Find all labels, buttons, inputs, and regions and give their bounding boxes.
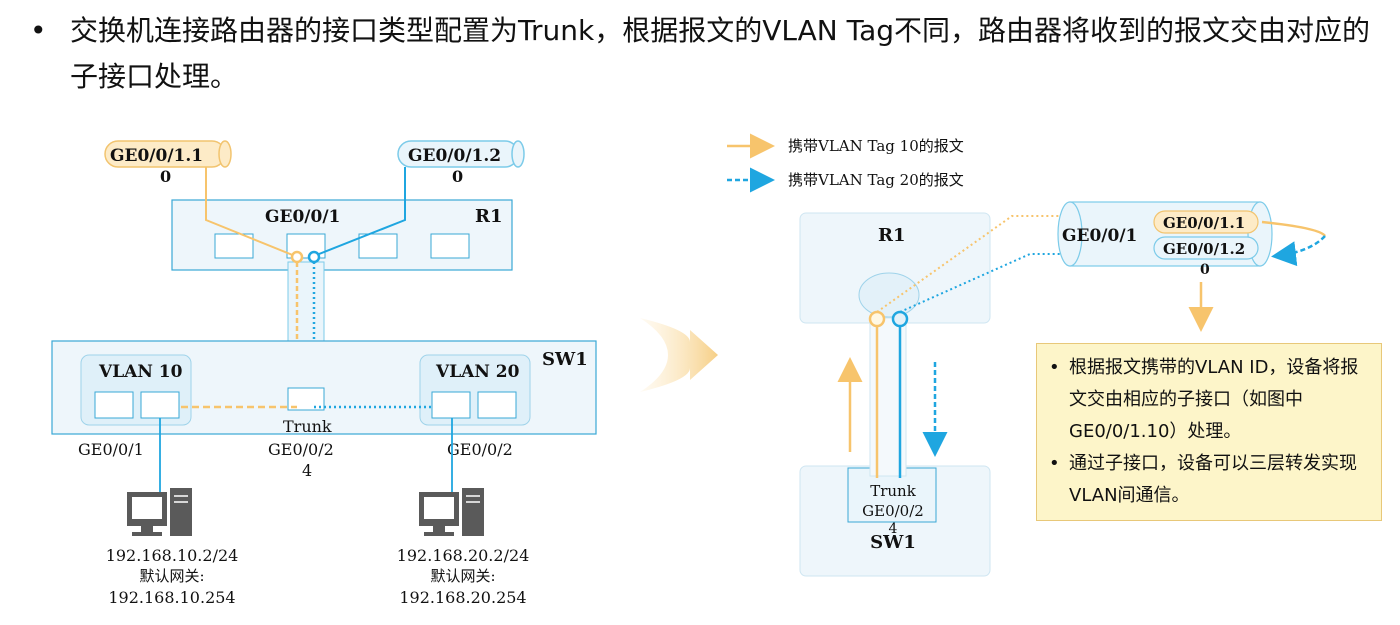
router-port-1 xyxy=(214,233,254,259)
note-bullet-2: • xyxy=(1049,453,1060,474)
pc1-port-label: GE0/0/1 xyxy=(78,440,144,459)
left-trunk-suffix: 4 xyxy=(302,461,312,480)
right-subif-1-pill xyxy=(1153,210,1259,234)
pc1-ip: 192.168.10.2/24 xyxy=(106,546,239,565)
pc2-gw-label: 默认网关: xyxy=(430,567,495,585)
pc2-port-label: GE0/0/2 xyxy=(447,440,513,459)
left-subif-1-label: GE0/0/1.1 xyxy=(110,146,203,166)
explanation-note: • 根据报文携带的VLAN ID，设备将报文交由相应的子接口（如图中GE0/0/… xyxy=(1036,343,1382,521)
left-subif-2-label: GE0/0/1.2 xyxy=(408,146,501,166)
router-port-bubble xyxy=(858,272,920,318)
legend-vlan10-label: 携带VLAN Tag 10的报文 xyxy=(788,137,964,155)
vlan10-port-a xyxy=(94,391,134,419)
vlan10-dotted-to-cylinder xyxy=(876,215,1070,313)
subif-cylinder-2 xyxy=(397,140,525,168)
pc2-gw: 192.168.20.254 xyxy=(399,588,526,607)
note-item-1-text: 根据报文携带的VLAN ID，设备将报文交由相应的子接口（如图中GE0/0/1.… xyxy=(1069,357,1359,442)
right-trunk-port-label: GE0/0/2 xyxy=(862,502,924,520)
subif-cylinder-1 xyxy=(104,140,232,168)
left-trunk-label: Trunk xyxy=(283,417,332,436)
vlan20-return-curve xyxy=(1271,235,1326,267)
vlan20-port-a xyxy=(431,391,471,419)
left-switch-name: SW1 xyxy=(542,349,588,370)
vlan10-subif-line xyxy=(205,167,296,257)
left-subif-1-suffix: 0 xyxy=(160,167,171,186)
vlan10-label: VLAN 10 xyxy=(98,362,183,382)
vlan10-port-dot xyxy=(290,250,304,264)
left-router-name: R1 xyxy=(475,206,502,227)
right-switch-name: SW1 xyxy=(870,532,916,553)
right-vlan10-port-dot xyxy=(868,310,886,328)
right-trunk-suffix: 4 xyxy=(889,521,898,537)
vlan20-subif-line xyxy=(313,167,406,257)
right-trunk-label: Trunk xyxy=(870,482,916,500)
pc1-gw: 192.168.10.254 xyxy=(108,588,235,607)
left-trunk-port: GE0/0/2 xyxy=(268,440,334,459)
vlan10-port-b xyxy=(140,391,180,419)
note-item-2-text: 通过子接口，设备可以三层转发实现VLAN间通信。 xyxy=(1069,453,1357,506)
right-trunk-port xyxy=(847,467,937,523)
right-router-port: GE0/0/1 xyxy=(1062,226,1137,246)
headline: • 交换机连接路由器的接口类型配置为Trunk，根据报文的VLAN Tag不同，… xyxy=(30,8,1380,100)
switch-trunk-port xyxy=(287,387,325,411)
pc2-ip: 192.168.20.2/24 xyxy=(397,546,530,565)
right-subif-1: GE0/0/1.1 xyxy=(1163,214,1245,232)
vlan20-port-dot xyxy=(307,250,321,264)
right-subif-2: GE0/0/1.2 xyxy=(1163,240,1245,258)
right-vlan20-port-dot xyxy=(891,310,909,328)
right-router-name: R1 xyxy=(878,225,905,246)
vlan20-label: VLAN 20 xyxy=(435,362,520,382)
legend-vlan20-label: 携带VLAN Tag 20的报文 xyxy=(788,171,964,189)
router-port-3 xyxy=(358,233,398,259)
pc1-gw-label: 默认网关: xyxy=(139,567,204,585)
vlan10-return-curve xyxy=(1261,220,1327,237)
pc1-computer-icon xyxy=(127,488,192,536)
note-item-2: • 通过子接口，设备可以三层转发实现VLAN间通信。 xyxy=(1049,448,1369,512)
vlan20-port-b xyxy=(477,391,517,419)
headline-text: 交换机连接路由器的接口类型配置为Trunk，根据报文的VLAN Tag不同，路由… xyxy=(70,14,1371,93)
headline-bullet: • xyxy=(30,14,47,47)
note-item-1: • 根据报文携带的VLAN ID，设备将报文交由相应的子接口（如图中GE0/0/… xyxy=(1049,352,1369,448)
note-bullet-1: • xyxy=(1049,357,1060,378)
left-subif-2-suffix: 0 xyxy=(452,167,463,186)
pc2-computer-icon xyxy=(419,488,484,536)
transition-arrow-icon xyxy=(640,318,718,392)
right-subif-2-pill xyxy=(1153,236,1259,260)
left-router-port: GE0/0/1 xyxy=(265,207,340,227)
router-port-4 xyxy=(430,233,470,259)
right-subif-suffix: 0 xyxy=(1200,262,1210,278)
